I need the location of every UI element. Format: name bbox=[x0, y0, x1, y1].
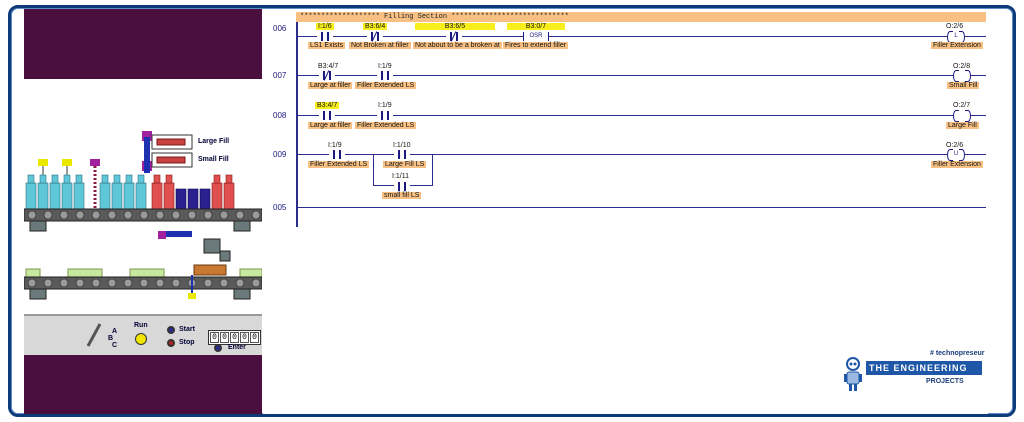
simulation-header-band bbox=[24, 9, 262, 79]
enter-button[interactable] bbox=[214, 344, 222, 352]
counter-digit: 0 bbox=[230, 332, 239, 343]
contact-address: I:1/9 bbox=[328, 142, 342, 149]
stop-label: Stop bbox=[179, 339, 195, 346]
contact-address: B3:0/7 bbox=[507, 23, 565, 30]
output-address: O:2/8 bbox=[953, 63, 971, 70]
contact-no-i1-10[interactable] bbox=[394, 150, 410, 159]
control-panel: A B C Run Start Stop 0 0 0 0 0 Enter bbox=[24, 314, 262, 355]
selector-position-a: A bbox=[112, 328, 118, 335]
filling-line-scene: Large Fill Small Fill bbox=[24, 79, 262, 314]
contact-label: small fill LS bbox=[382, 192, 422, 199]
contact-label: LS1 Exists bbox=[308, 42, 346, 49]
end-rung-wire bbox=[298, 207, 986, 208]
contact-address: I:1/9 bbox=[378, 102, 392, 109]
output-coil-o2-8[interactable] bbox=[953, 70, 971, 82]
start-label: Start bbox=[179, 326, 195, 333]
large-fill-label: Large Fill bbox=[198, 138, 230, 145]
contact-no-i1-9[interactable] bbox=[329, 150, 345, 159]
contact-nc-b3-4-7[interactable] bbox=[319, 70, 335, 81]
contact-label: Filler Extended LS bbox=[355, 122, 417, 129]
contact-address: B3:6/5 bbox=[415, 23, 495, 30]
filling-line-graphic bbox=[24, 131, 262, 300]
contact-no-i1-9[interactable] bbox=[377, 111, 393, 120]
stop-button[interactable] bbox=[167, 339, 175, 347]
latch-coil-o2-6[interactable]: L bbox=[947, 31, 965, 43]
selector-switch-icon[interactable] bbox=[86, 322, 102, 348]
simulation-footer-band bbox=[24, 355, 262, 414]
bottling-simulation-panel: Large Fill Small Fill A B C Run Start St… bbox=[24, 9, 262, 414]
counter-display[interactable]: 0 0 0 0 0 bbox=[208, 330, 261, 345]
start-button[interactable] bbox=[167, 326, 175, 334]
contact-no-b3-4-7[interactable] bbox=[319, 111, 335, 120]
brand-logo: # technopreseur THE ENGINEERING PROJECTS bbox=[838, 346, 988, 396]
counter-digit: 0 bbox=[210, 332, 219, 343]
section-title-bar: ******************* Filling Section ****… bbox=[296, 12, 986, 22]
osr-instruction[interactable]: OSR bbox=[523, 32, 549, 41]
contact-address: I:1/11 bbox=[392, 173, 409, 180]
rung-number[interactable]: 007 bbox=[273, 71, 287, 80]
run-lamp bbox=[135, 333, 147, 345]
contact-label: Large at filler bbox=[308, 122, 353, 129]
contact-label: Filler Extended LS bbox=[308, 161, 370, 168]
rung-007-wire bbox=[298, 75, 986, 76]
contact-nc-b3-6-5[interactable] bbox=[446, 31, 462, 42]
rung-009-wire bbox=[298, 154, 986, 155]
contact-no-i1-9[interactable] bbox=[377, 71, 393, 80]
contact-address: B3:4/7 bbox=[315, 102, 340, 109]
rung-number[interactable]: 008 bbox=[273, 111, 287, 120]
logo-subtitle: PROJECTS bbox=[926, 378, 964, 385]
contact-address: B3:6/4 bbox=[363, 23, 388, 30]
output-address: O:2/6 bbox=[946, 23, 964, 30]
output-label: Filler Extension bbox=[931, 161, 983, 168]
counter-digit: 0 bbox=[220, 332, 229, 343]
contact-no-i1-6[interactable] bbox=[317, 32, 333, 41]
left-power-rail bbox=[296, 12, 298, 227]
contact-address: I:1/10 bbox=[393, 142, 411, 149]
contact-label: Large Fill LS bbox=[383, 161, 427, 168]
unlatch-coil-o2-6[interactable]: U bbox=[947, 149, 965, 161]
output-address: O:2/6 bbox=[946, 142, 964, 149]
ladder-logic-panel: ******************* Filling Section ****… bbox=[263, 9, 988, 414]
logo-tagline: # technopreseur bbox=[930, 350, 985, 357]
selector-position-c: C bbox=[112, 342, 118, 349]
logo-title: THE ENGINEERING bbox=[866, 361, 982, 375]
rung-number[interactable]: 005 bbox=[273, 203, 287, 212]
contact-label: Not about to be a broken at bbox=[413, 42, 502, 49]
contact-address: I:1/9 bbox=[378, 63, 392, 70]
contact-label: Not Broken at filler bbox=[349, 42, 411, 49]
counter-digit: 0 bbox=[250, 332, 259, 343]
rung-008-wire bbox=[298, 115, 986, 116]
rung-006-wire bbox=[298, 36, 986, 37]
small-fill-label: Small Fill bbox=[198, 156, 229, 163]
run-label: Run bbox=[134, 322, 148, 329]
contact-address: B3:4/7 bbox=[318, 63, 339, 70]
output-address: O:2/7 bbox=[953, 102, 971, 109]
contact-no-i1-11[interactable] bbox=[394, 182, 410, 191]
contact-label: Large at filler bbox=[308, 82, 353, 89]
enter-label: Enter bbox=[228, 344, 246, 351]
output-label: Small Fill bbox=[947, 82, 980, 89]
output-label: Filler Extension bbox=[931, 42, 983, 49]
robot-mascot-icon bbox=[844, 357, 862, 391]
rung-number[interactable]: 009 bbox=[273, 150, 287, 159]
output-label: Large Fill bbox=[946, 122, 979, 129]
contact-nc-b3-6-4[interactable] bbox=[367, 31, 383, 42]
contact-label: Filler Extended LS bbox=[355, 82, 417, 89]
contact-label: Fires to extend filler bbox=[503, 42, 569, 49]
counter-digit: 0 bbox=[240, 332, 249, 343]
rung-number[interactable]: 006 bbox=[273, 24, 287, 33]
selector-position-b: B bbox=[108, 335, 114, 342]
output-coil-o2-7[interactable] bbox=[953, 110, 971, 122]
contact-address: I:1/6 bbox=[316, 23, 334, 30]
